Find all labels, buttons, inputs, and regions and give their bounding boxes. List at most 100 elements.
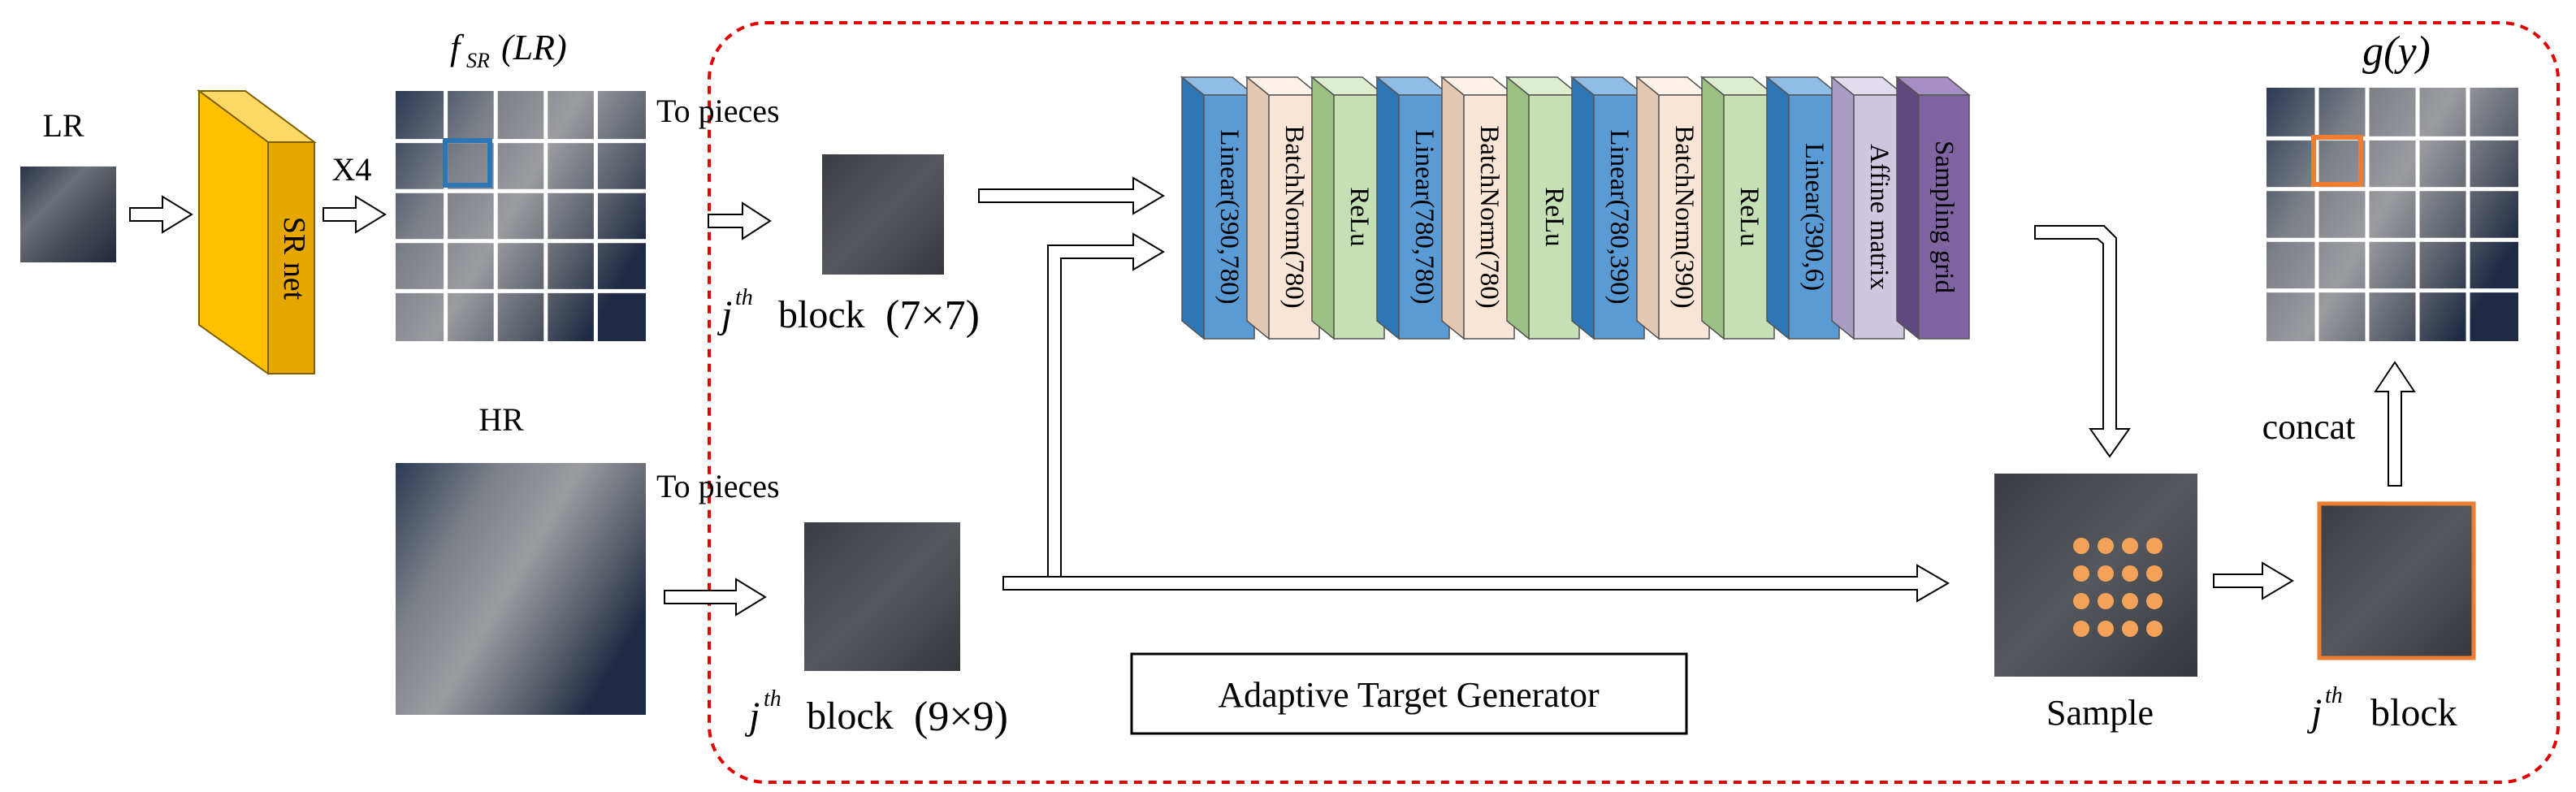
network-layer-1: Linear(390,780) bbox=[1180, 76, 1257, 340]
network-layer-label: ReLu bbox=[1344, 187, 1374, 246]
network-layer-2: BatchNorm(780) bbox=[1245, 76, 1322, 340]
arrow-hr-to-block bbox=[664, 578, 767, 617]
lr-image bbox=[20, 167, 116, 262]
sample-dot bbox=[2122, 538, 2138, 554]
network-layer-label: Linear(780,780) bbox=[1409, 129, 1439, 304]
network-layer-label: Linear(390,6) bbox=[1799, 143, 1829, 291]
block-small-image bbox=[822, 154, 944, 275]
hr-label: HR bbox=[478, 401, 524, 438]
network-layer-12: Sampling grid bbox=[1894, 76, 1972, 340]
to-pieces-bottom: To pieces bbox=[656, 468, 780, 504]
layer-side bbox=[1571, 76, 1595, 340]
to-pieces-top: To pieces bbox=[656, 93, 780, 129]
arrow-branch-to-network bbox=[1047, 232, 1165, 578]
block-large-image bbox=[804, 522, 960, 671]
network-layer-4: Linear(780,780) bbox=[1375, 76, 1452, 340]
layer-front bbox=[1723, 94, 1775, 340]
sample-dot bbox=[2098, 565, 2114, 582]
sample-dot bbox=[2073, 621, 2089, 637]
network-layer-5: BatchNorm(780) bbox=[1440, 76, 1517, 340]
layer-side bbox=[1896, 76, 1920, 340]
arrow-sample-to-block bbox=[2213, 561, 2294, 600]
gy-label: g(y) bbox=[2362, 28, 2431, 75]
network-layer-label: Linear(780,390) bbox=[1604, 129, 1634, 304]
layer-front bbox=[1203, 94, 1255, 340]
final-block-th: th bbox=[2325, 683, 2343, 708]
final-block-word: block bbox=[2370, 691, 2457, 734]
layer-front bbox=[1398, 94, 1450, 340]
sr-output-fn: f bbox=[450, 28, 465, 67]
sr-highlight-cell bbox=[443, 138, 492, 188]
arrow-lr-to-srnet bbox=[129, 195, 193, 234]
layer-side bbox=[1246, 76, 1270, 340]
network-layer-label: Sampling grid bbox=[1929, 141, 1959, 293]
output-grid-image bbox=[2266, 88, 2518, 341]
concat-label: concat bbox=[2262, 407, 2356, 447]
arrow-grid-to-sample bbox=[2034, 225, 2131, 458]
sample-dot bbox=[2122, 565, 2138, 582]
network-layer-10: Linear(390,6) bbox=[1764, 76, 1842, 340]
module-title: Adaptive Target Generator bbox=[1218, 675, 1600, 715]
sample-dot bbox=[2122, 593, 2138, 609]
sample-dots bbox=[2073, 538, 2163, 637]
network-layer-3: ReLu bbox=[1310, 76, 1387, 340]
hr-image bbox=[396, 463, 646, 715]
lr-label: LR bbox=[42, 107, 84, 144]
layer-front bbox=[1918, 94, 1970, 340]
final-block-j: j bbox=[2306, 691, 2322, 734]
sample-dot bbox=[2146, 621, 2163, 637]
network-layer-8: BatchNorm(390) bbox=[1634, 76, 1712, 340]
arrow-sr-to-block bbox=[708, 201, 772, 240]
final-block-image bbox=[2317, 501, 2476, 660]
sr-output-arg: (LR) bbox=[501, 28, 567, 67]
arrow-block-to-sample bbox=[1002, 564, 1950, 603]
sample-dot bbox=[2098, 538, 2114, 554]
block-large-size: (9×9) bbox=[914, 694, 1008, 740]
sr-output-label: f SR (LR) bbox=[450, 28, 567, 72]
block-small-j: j bbox=[717, 293, 732, 336]
network-layer-7: Linear(780,390) bbox=[1569, 76, 1647, 340]
sample-dot bbox=[2073, 593, 2089, 609]
layer-side bbox=[1181, 76, 1205, 340]
scale-label: X4 bbox=[332, 151, 372, 188]
network-layers: Linear(390,780) BatchNorm(780) ReLu Linear(… bbox=[1180, 76, 1972, 340]
arrow-block-to-network bbox=[978, 176, 1165, 215]
network-layer-11: Affine matrix bbox=[1829, 76, 1907, 340]
module-border bbox=[708, 21, 2560, 784]
block-large-word: block bbox=[807, 695, 894, 738]
network-layer-label: ReLu bbox=[1734, 187, 1764, 246]
sample-dot bbox=[2146, 593, 2163, 609]
network-layer-9: ReLu bbox=[1699, 76, 1777, 340]
sample-dot bbox=[2098, 593, 2114, 609]
arrow-srnet-to-sr bbox=[323, 195, 387, 234]
layer-front bbox=[1463, 94, 1515, 340]
layer-side bbox=[1441, 76, 1465, 340]
block-large-caption: j th block (9×9) bbox=[744, 686, 1008, 740]
sample-label: Sample bbox=[2046, 693, 2154, 733]
block-small-size: (7×7) bbox=[885, 292, 980, 339]
sample-image bbox=[1994, 474, 2197, 677]
final-block-caption: j th block bbox=[2306, 683, 2457, 734]
network-layer-label: ReLu bbox=[1539, 187, 1569, 246]
layer-side bbox=[1376, 76, 1400, 340]
module-title-box bbox=[1130, 652, 1688, 735]
sr-net-label: SR net bbox=[277, 217, 311, 301]
layer-front bbox=[1528, 94, 1580, 340]
layer-side bbox=[1766, 76, 1790, 340]
sample-dot bbox=[2098, 621, 2114, 637]
sr-net-block: SR net bbox=[196, 89, 318, 375]
layer-front bbox=[1333, 94, 1385, 340]
sample-dot bbox=[2073, 538, 2089, 554]
arrow-concat bbox=[2374, 361, 2416, 487]
block-small-word: block bbox=[778, 293, 865, 336]
network-layer-6: ReLu bbox=[1504, 76, 1582, 340]
sr-grid-image bbox=[396, 91, 646, 341]
layer-side bbox=[1311, 76, 1335, 340]
layer-side bbox=[1831, 76, 1855, 340]
layer-side bbox=[1701, 76, 1725, 340]
sample-dot bbox=[2122, 621, 2138, 637]
sr-output-sub: SR bbox=[466, 49, 490, 72]
network-layer-label: BatchNorm(780) bbox=[1279, 125, 1309, 308]
